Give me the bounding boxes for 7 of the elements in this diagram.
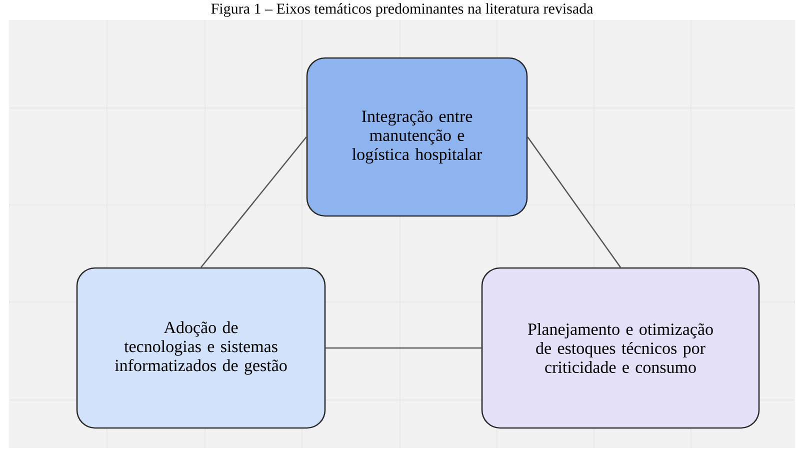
figure-title: Figura 1 – Eixos temáticos predominantes na literatura revisada xyxy=(211,3,594,17)
connector-line xyxy=(326,347,482,349)
rounded-box: Adoção de tecnologias e sistemas informatizados de gestão xyxy=(76,267,326,429)
rounded-box: Integração entre manutenção e logística hospitalar xyxy=(306,57,528,217)
rounded-box: Planejamento e otimização de estoques técnicos por criticidade e consumo xyxy=(481,267,760,429)
connector-line xyxy=(527,136,622,268)
connector-line xyxy=(200,136,307,268)
